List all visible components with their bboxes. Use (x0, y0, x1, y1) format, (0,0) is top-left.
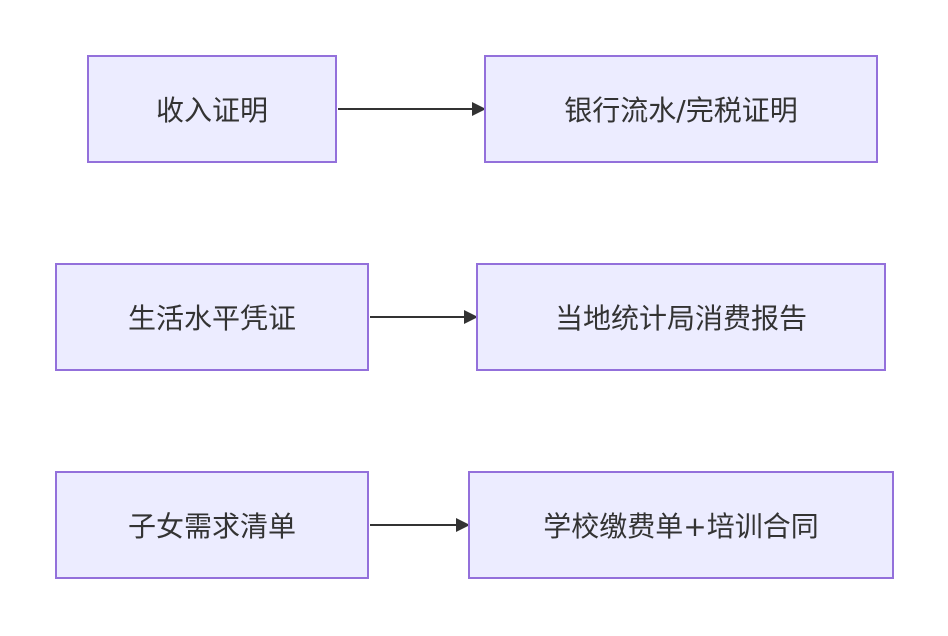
node-living-standard[interactable]: 生活水平凭证 (55, 263, 369, 371)
node-label: 生活水平凭证 (127, 302, 296, 335)
node-label: 学校缴费单+培训合同 (543, 510, 819, 543)
node-bank-statement[interactable]: 银行流水/完税证明 (484, 55, 878, 163)
node-income-proof[interactable]: 收入证明 (87, 55, 337, 163)
node-children-needs[interactable]: 子女需求清单 (55, 471, 369, 579)
node-school-fees[interactable]: 学校缴费单+培训合同 (468, 471, 894, 579)
node-label: 收入证明 (155, 94, 268, 127)
node-label: 银行流水/完税证明 (564, 94, 798, 127)
node-label: 当地统计局消费报告 (554, 302, 807, 335)
node-consumption-report[interactable]: 当地统计局消费报告 (476, 263, 886, 371)
node-label: 子女需求清单 (127, 510, 296, 543)
